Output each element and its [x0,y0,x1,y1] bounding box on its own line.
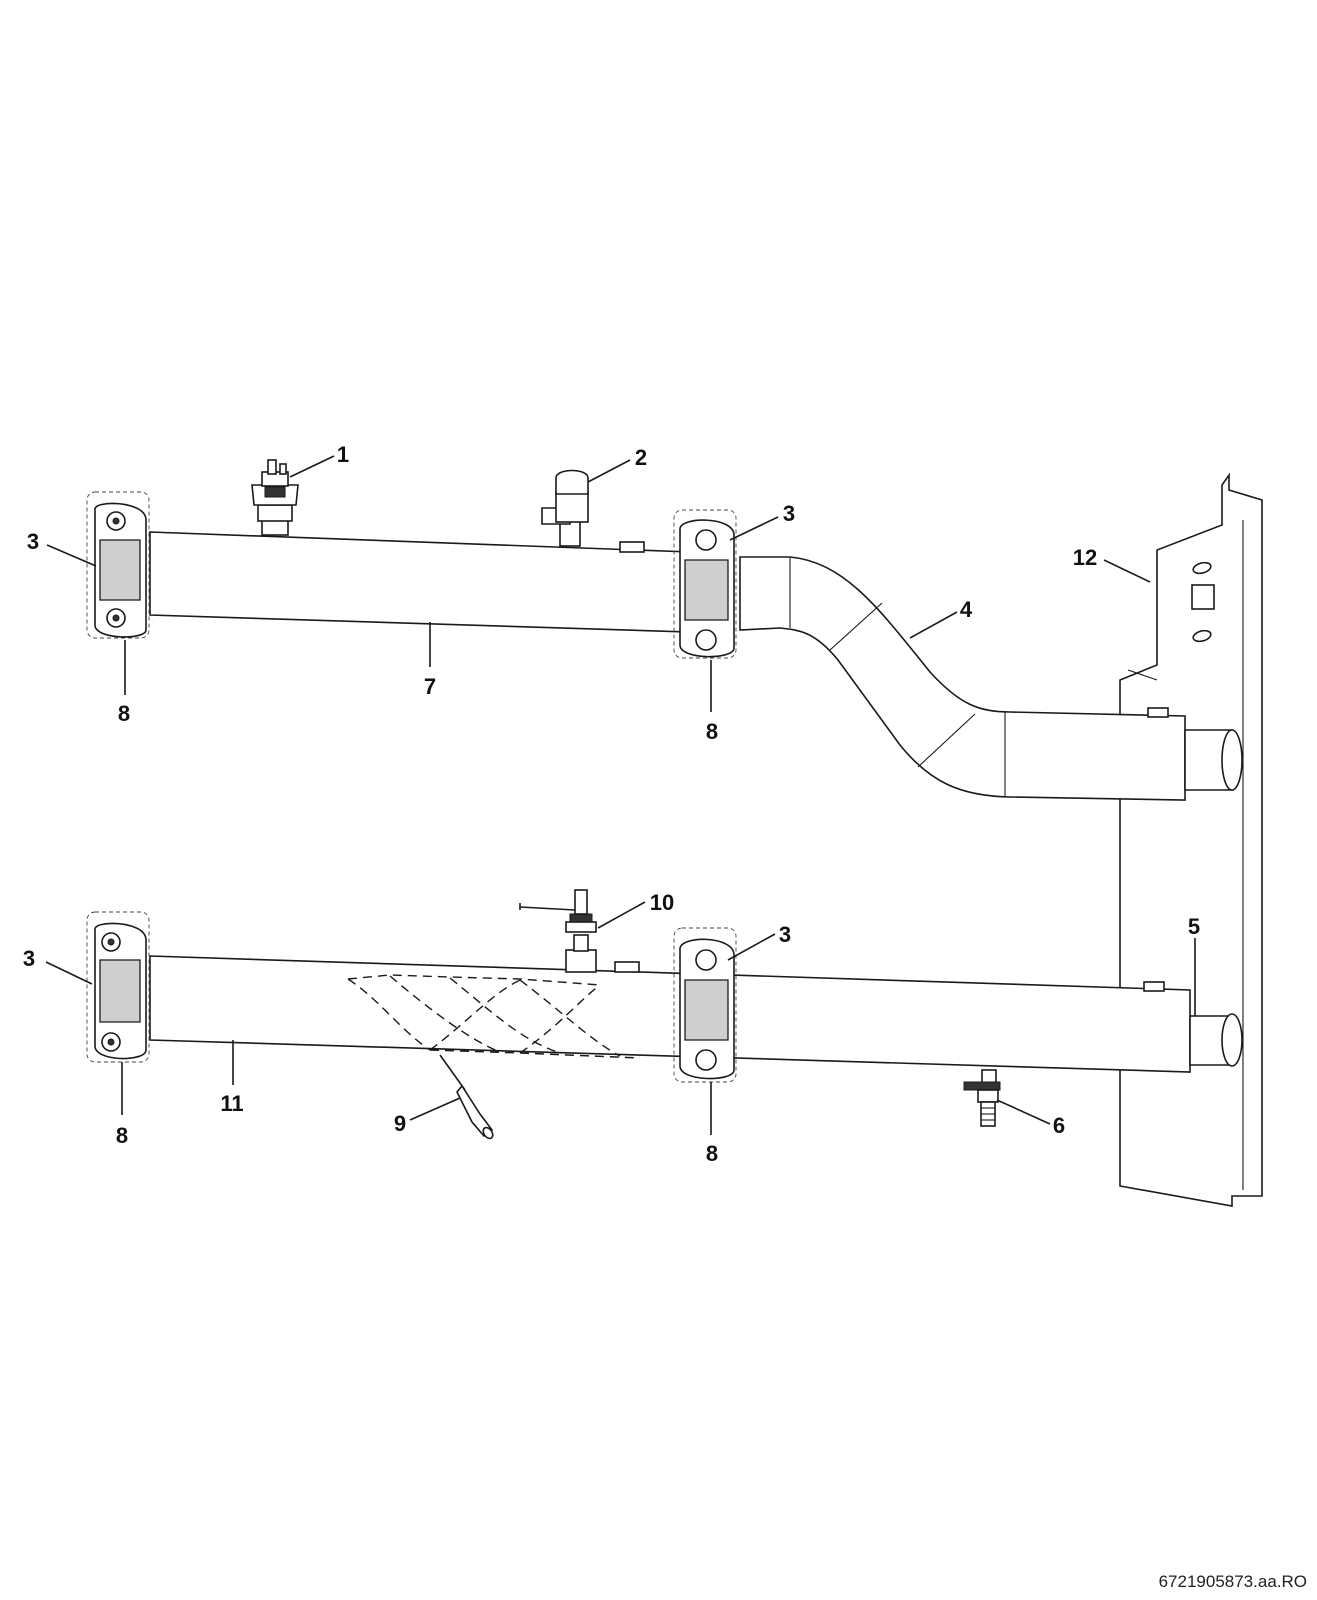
spiral-element [347,974,641,1059]
upper-pipe [149,531,691,633]
sensor [439,1054,494,1140]
label-2: 2 [635,445,647,470]
label-8-lower-mid: 8 [706,1141,718,1166]
valve-10 [519,889,597,973]
label-3-upper-left: 3 [27,529,39,554]
clamp-lower-mid [673,927,737,1083]
label-3-upper-mid: 3 [783,501,795,526]
label-6: 6 [1053,1113,1065,1138]
mounting-plate [1119,472,1263,1207]
label-7: 7 [424,674,436,699]
label-8-lower-left: 8 [116,1123,128,1148]
label-10: 10 [650,890,674,915]
clamp-upper-mid [673,509,737,659]
label-4: 4 [960,597,973,622]
drawing-reference-number: 6721905873.aa.RO [1158,1572,1307,1591]
lower-pipe [149,955,1243,1073]
clamp-lower-left [86,911,150,1063]
label-8-upper-left: 8 [118,701,130,726]
label-12: 12 [1073,545,1097,570]
clamp-upper-left [86,491,150,639]
label-1: 1 [337,442,349,467]
leader-lines [45,455,1196,1135]
part-labels: 1 2 3 3 4 12 8 7 8 10 3 3 5 11 9 8 8 6 [23,442,1200,1166]
label-8-upper-mid: 8 [706,719,718,744]
label-3-lower-mid: 3 [779,922,791,947]
air-vent [251,459,299,536]
bent-pipe [739,556,1243,801]
label-11: 11 [220,1091,243,1116]
drain-cock [963,1069,1001,1127]
label-5: 5 [1188,914,1200,939]
safety-valve [541,469,589,547]
label-9: 9 [394,1111,406,1136]
label-3-lower-left: 3 [23,946,35,971]
